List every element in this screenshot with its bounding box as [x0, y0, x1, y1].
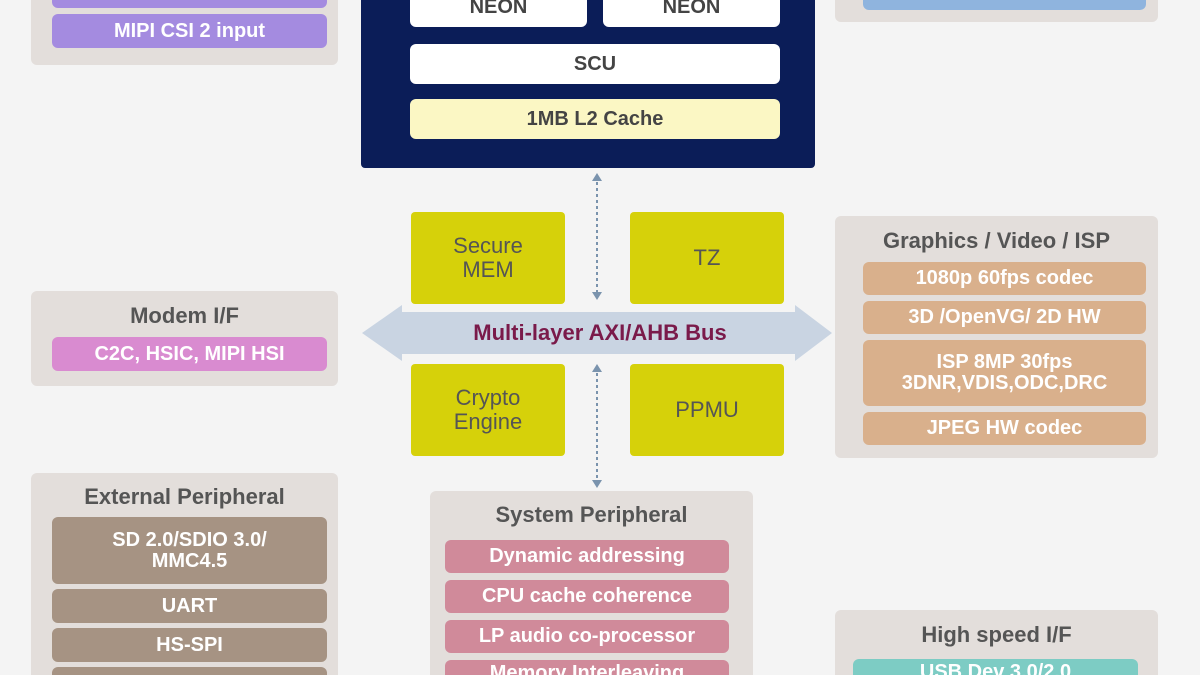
tz-block: TZ	[630, 212, 784, 304]
graphics-item: ISP 8MP 30fps 3DNR,VDIS,ODC,DRC	[863, 340, 1146, 406]
scu-box: SCU	[410, 44, 780, 84]
system-item: CPU cache coherence	[445, 580, 729, 613]
neon-right-box: NEON	[603, 0, 780, 27]
camera-pill-cropped	[52, 0, 327, 8]
modem-title: Modem I/F	[130, 303, 239, 328]
connector-top-arrow-down	[592, 292, 602, 300]
system-title: System Peripheral	[495, 502, 688, 527]
external-peripheral-panel: External Peripheral SD 2.0/SDIO 3.0/ MMC…	[31, 473, 338, 675]
bus-label: Multi-layer AXI/AHB Bus	[473, 320, 727, 345]
l2-cache-box: 1MB L2 Cache	[410, 99, 780, 139]
graphics-item: 3D /OpenVG/ 2D HW	[863, 301, 1146, 334]
external-title: External Peripheral	[84, 484, 285, 509]
modem-panel: Modem I/F C2C, HSIC, MIPI HSI	[31, 291, 338, 386]
neon-left-box: NEON	[410, 0, 587, 27]
graphics-title: Graphics / Video / ISP	[882, 228, 1110, 253]
external-item: SD 2.0/SDIO 3.0/ MMC4.5	[52, 517, 327, 584]
connector-top-arrow-up	[592, 173, 602, 181]
system-item: Memory Interleaving	[445, 660, 729, 675]
high-speed-title: High speed I/F	[921, 622, 1072, 647]
graphics-item: JPEG HW codec	[863, 412, 1146, 445]
high-speed-panel: High speed I/F USB Dev 3.0/2.0	[835, 610, 1158, 675]
system-item: LP audio co-processor	[445, 620, 729, 653]
connector-bottom-arrow-down	[592, 480, 602, 488]
external-item: HS-SPI	[52, 628, 327, 662]
mipi-csi-pill: MIPI CSI 2 input	[52, 14, 327, 48]
memory-pill-cropped	[863, 0, 1146, 10]
graphics-panel: Graphics / Video / ISP 1080p 60fps codec…	[835, 216, 1158, 458]
bus-arrow	[362, 305, 832, 361]
crypto-engine-block: Crypto Engine	[411, 364, 565, 456]
memory-interface-panel	[835, 0, 1158, 22]
cpu-cluster: NEON NEON SCU 1MB L2 Cache	[361, 0, 815, 168]
graphics-item: 1080p 60fps codec	[863, 262, 1146, 295]
modem-pill: C2C, HSIC, MIPI HSI	[52, 337, 327, 371]
connector-bottom-arrow-up	[592, 364, 602, 372]
external-item: UART	[52, 589, 327, 623]
high-speed-item: USB Dev 3.0/2.0	[853, 659, 1138, 675]
ppmu-block: PPMU	[630, 364, 784, 456]
system-peripheral-panel: System Peripheral Dynamic addressing CPU…	[430, 491, 753, 675]
camera-interface-panel: MIPI CSI 2 input	[31, 0, 338, 65]
external-item-cropped	[52, 667, 327, 675]
secure-mem-block: Secure MEM	[411, 212, 565, 304]
system-item: Dynamic addressing	[445, 540, 729, 573]
